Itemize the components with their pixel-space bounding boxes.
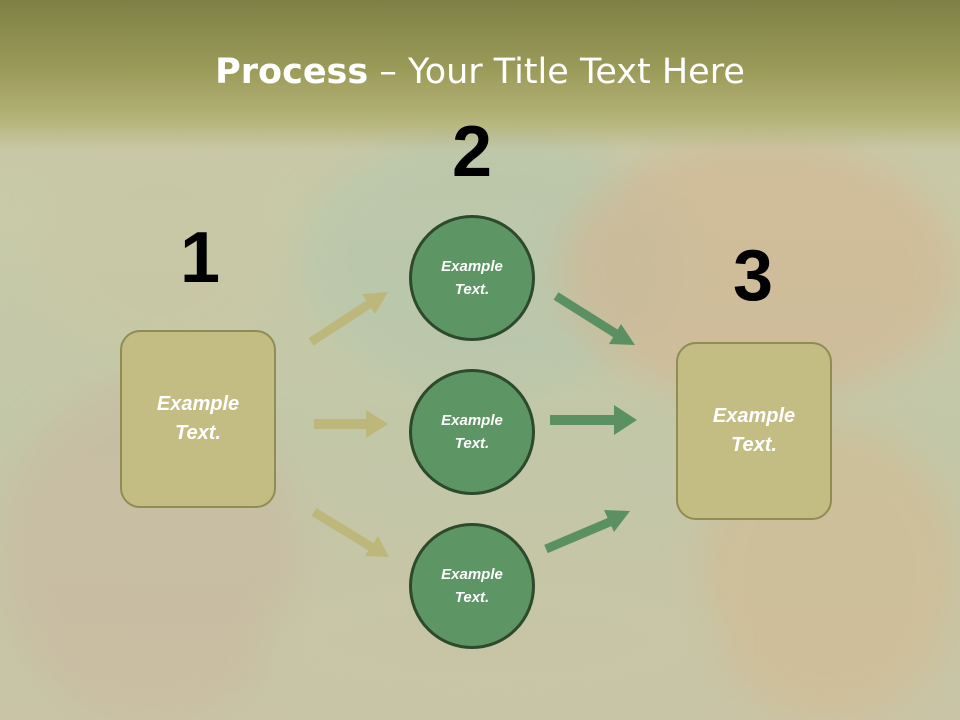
title-band <box>0 0 960 150</box>
arrow-left-to-bottom <box>311 508 389 557</box>
circle-middle-text: Example Text. <box>441 412 503 452</box>
circle-middle: Example Text. <box>409 369 535 495</box>
arrow-left-to-top <box>308 292 388 346</box>
step-number-3: 3 <box>732 236 774 316</box>
arrow-middle-to-right <box>550 405 637 435</box>
slide-title-rest: – Your Title Text Here <box>368 52 745 92</box>
arrow-left-to-middle <box>314 410 388 438</box>
slide-title-bold: Process <box>215 52 369 92</box>
slide-title: Process – Your Title Text Here <box>0 52 960 92</box>
right-box: Example Text. <box>676 342 832 520</box>
left-box: Example Text. <box>120 330 276 508</box>
circle-top: Example Text. <box>409 215 535 341</box>
arrow-top-to-right <box>553 292 635 345</box>
step-number-1: 1 <box>179 218 221 298</box>
step-number-2: 2 <box>451 112 493 192</box>
circle-top-text: Example Text. <box>441 258 503 298</box>
circle-bottom-text: Example Text. <box>441 566 503 606</box>
circle-bottom: Example Text. <box>409 523 535 649</box>
arrow-bottom-to-right <box>544 510 630 554</box>
left-box-text: Example Text. <box>156 393 240 444</box>
right-box-text: Example Text. <box>712 405 796 456</box>
